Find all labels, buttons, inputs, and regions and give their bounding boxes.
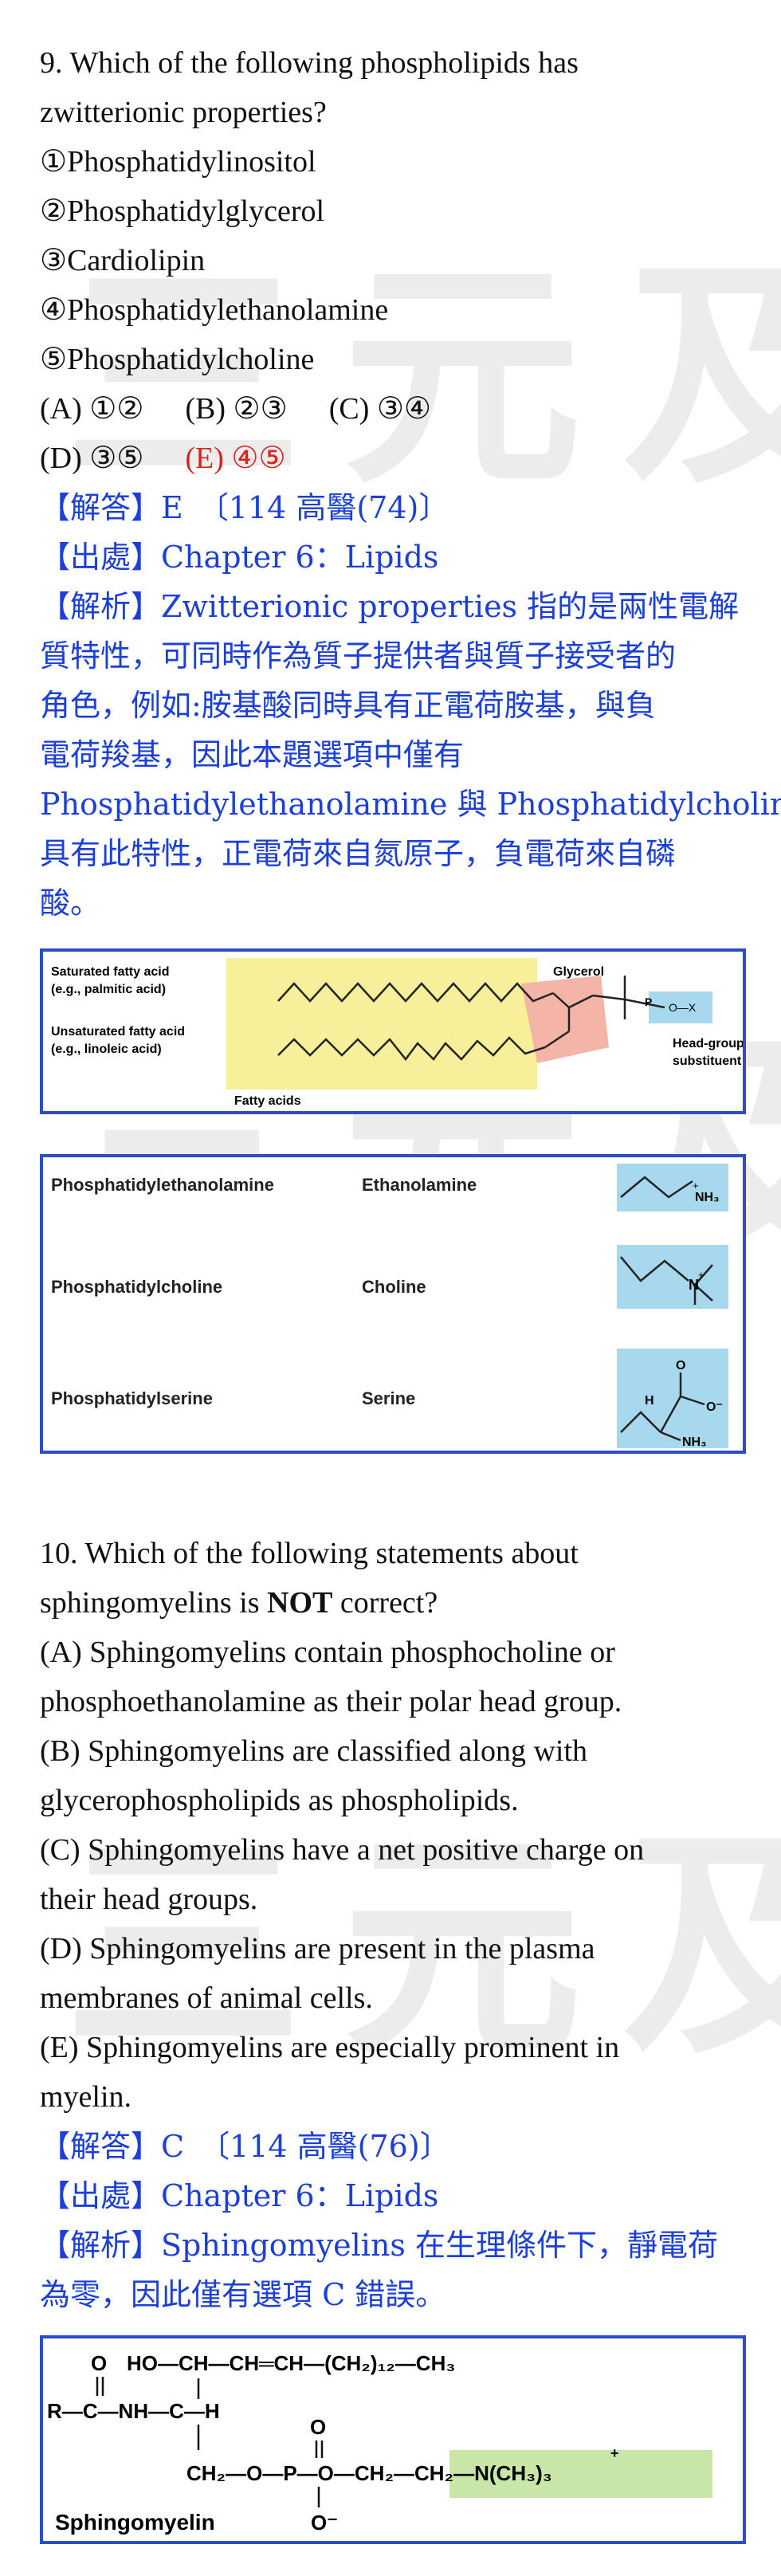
row-name: Phosphatidylethanolamine — [51, 1175, 274, 1195]
svg-text:O⁻: O⁻ — [706, 1400, 723, 1414]
svg-text:O: O — [91, 2351, 107, 2375]
serine-bg — [617, 1349, 728, 1448]
choline-highlight — [449, 2450, 712, 2498]
explanation-line: 角色，例如:胺基酸同時具有正電荷胺基，與負 — [40, 688, 656, 723]
head-group-label: Head-group — [673, 1037, 743, 1050]
option-e-correct: (E) ④⑤ — [185, 442, 286, 475]
sat-label: Saturated fatty acid — [51, 965, 169, 979]
question-stem: 9. Which of the following phospholipids … — [40, 46, 579, 80]
explanation-line: 【解析】Zwitterionic properties 指的是兩性電解 — [40, 589, 740, 624]
option-a: (A) ①② — [40, 392, 144, 426]
glycerol-label: Glycerol — [553, 965, 604, 979]
explanation-line: 具有此特性，正電荷來自氮原子，負電荷來自磷 — [40, 836, 677, 871]
row-name: Phosphatidylcholine — [51, 1277, 223, 1297]
svg-text:O: O — [310, 2415, 326, 2439]
phosphate-bond — [624, 998, 665, 1009]
glycerol-bond — [544, 1030, 570, 1049]
option-line: myelin. — [40, 2080, 132, 2114]
options-row: (D) ③⑤ (E) ④⑤ — [40, 434, 781, 483]
choline-chain — [620, 1256, 689, 1282]
options-row: (A) ①② (B) ②③ (C) ③④ — [40, 384, 781, 434]
fatty-acid-highlight — [226, 958, 537, 1090]
option-line: (E) Sphingomyelins are especially promin… — [40, 2031, 620, 2064]
list-item: ②Phosphatidylglycerol — [40, 194, 325, 228]
option-line: phosphoethanolamine as their polar head … — [40, 1685, 622, 1718]
option-b: (B) ②③ — [185, 392, 288, 426]
option-line: glycerophospholipids as phospholipids. — [40, 1784, 519, 1817]
figure-sphingomyelin: O HO—CH—CH═CH—(CH₂)₁₂—CH₃ R—C—NH—C—H O C… — [40, 2335, 746, 2544]
question-stem: 10. Which of the following statements ab… — [40, 1537, 579, 1570]
glycerol-bond — [568, 994, 594, 1009]
source-line: 【出處】Chapter 6：Lipids — [40, 540, 439, 575]
emphasis-not: NOT — [267, 1586, 333, 1620]
option-line: (B) Sphingomyelins are classified along … — [40, 1734, 588, 1768]
saturated-chain — [277, 982, 554, 1003]
svg-text:+: + — [698, 1269, 704, 1281]
option-line: (A) Sphingomyelins contain phosphocholin… — [40, 1636, 615, 1669]
glycerol-bond — [552, 992, 570, 1008]
sat-label: (e.g., palmitic acid) — [51, 983, 166, 996]
explanation-line: 酸。 — [40, 886, 101, 921]
svg-text:N: N — [689, 1277, 699, 1293]
fatty-acids-label: Fatty acids — [234, 1094, 301, 1108]
svg-text:NH₃: NH₃ — [695, 1191, 720, 1204]
head-group-highlight — [649, 992, 712, 1023]
unsat-label: Unsaturated fatty acid — [51, 1025, 185, 1039]
svg-text:O: O — [676, 1359, 685, 1372]
phosphate-bond — [592, 994, 626, 1001]
question-stem: sphingomyelins is NOT correct? — [40, 1586, 438, 1620]
answer-line: 【解答】C 〔114 高醫(76)〕 — [40, 2129, 450, 2164]
list-item: ④Phosphatidylethanolamine — [40, 293, 389, 327]
answer-line: 【解答】E 〔114 高醫(74)〕 — [40, 490, 449, 525]
watermark: 三元及第 — [64, 1808, 781, 2087]
explanation-line: 【解析】Sphingomyelins 在生理條件下，靜電荷 — [40, 2228, 719, 2263]
svg-text:CH₂—O—P—O—CH₂—CH₂—N(CH₃)₃: CH₂—O—P—O—CH₂—CH₂—N(CH₃)₃ — [186, 2461, 552, 2485]
svg-text:H: H — [645, 1394, 654, 1408]
svg-text:+: + — [693, 1180, 699, 1192]
list-item: ①Phosphatidylinositol — [40, 145, 316, 179]
row-sub: Serine — [362, 1388, 416, 1408]
watermark: 三元及第 — [64, 238, 781, 516]
svg-text:O⁻: O⁻ — [311, 2511, 338, 2535]
row-name: Phosphatidylserine — [51, 1388, 213, 1408]
list-item: ⑤Phosphatidylcholine — [40, 343, 315, 376]
sphingomyelin-structure: O HO—CH—CH═CH—(CH₂)₁₂—CH₃ R—C—NH—C—H O C… — [47, 2351, 712, 2535]
option-c: (C) ③④ — [328, 392, 431, 426]
svg-text:R—C—NH—C—H: R—C—NH—C—H — [47, 2399, 220, 2423]
option-d: (D) ③⑤ — [40, 442, 144, 475]
caption: Sphingomyelin — [55, 2510, 215, 2535]
option-line: membranes of animal cells. — [40, 1981, 373, 2015]
option-line: (C) Sphingomyelins have a net positive c… — [40, 1833, 645, 1867]
serine-chain — [620, 1411, 661, 1433]
row-sub: Choline — [362, 1277, 426, 1297]
svg-text:HO—CH—CH═CH—(CH₂)₁₂—CH₃: HO—CH—CH═CH—(CH₂)₁₂—CH₃ — [127, 2351, 455, 2375]
option-line: (D) Sphingomyelins are present in the pl… — [40, 1932, 595, 1965]
phospholipid-diagram: P O—X Saturated fatty acid (e.g., palmit… — [51, 958, 744, 1108]
source-line: 【出處】Chapter 6：Lipids — [40, 2178, 439, 2213]
list-item: ③Cardiolipin — [40, 244, 206, 277]
svg-text:P: P — [645, 995, 652, 1008]
explanation-line: 電荷羧基，因此本題選項中僅有 — [40, 737, 465, 772]
explanation-line: Phosphatidylethanolamine 與 Phosphatidylc… — [40, 787, 781, 822]
ethanolamine-bg — [617, 1164, 728, 1211]
figure-head-groups: Phosphatidylethanolamine Ethanolamine Ph… — [40, 1154, 746, 1454]
head-group-label: substituent — [673, 1054, 742, 1068]
ethanolamine-chain — [620, 1176, 693, 1199]
option-line: their head groups. — [40, 1883, 258, 1916]
unsaturated-chain — [277, 1036, 546, 1062]
head-group-structures: + NH₃ N + O O⁻ H NH₃ — [617, 1164, 728, 1449]
question-10: 10. Which of the following statements ab… — [40, 1529, 718, 2319]
svg-text:+: + — [610, 2445, 619, 2461]
explanation-line: 為零，因此僅有選項 C 錯誤。 — [40, 2277, 446, 2312]
question-stem: zwitterionic properties? — [40, 96, 327, 129]
svg-text:O—X: O—X — [669, 1001, 697, 1014]
question-9: 9. Which of the following phospholipids … — [40, 38, 781, 928]
row-sub: Ethanolamine — [362, 1175, 477, 1195]
explanation-line: 質特性，可同時作為質子提供者與質子接受者的 — [40, 638, 677, 673]
svg-text:NH₃: NH₃ — [682, 1435, 707, 1449]
unsat-label: (e.g., linoleic acid) — [51, 1043, 162, 1056]
figure-phospholipid-structure: P O—X Saturated fatty acid (e.g., palmit… — [40, 948, 746, 1114]
